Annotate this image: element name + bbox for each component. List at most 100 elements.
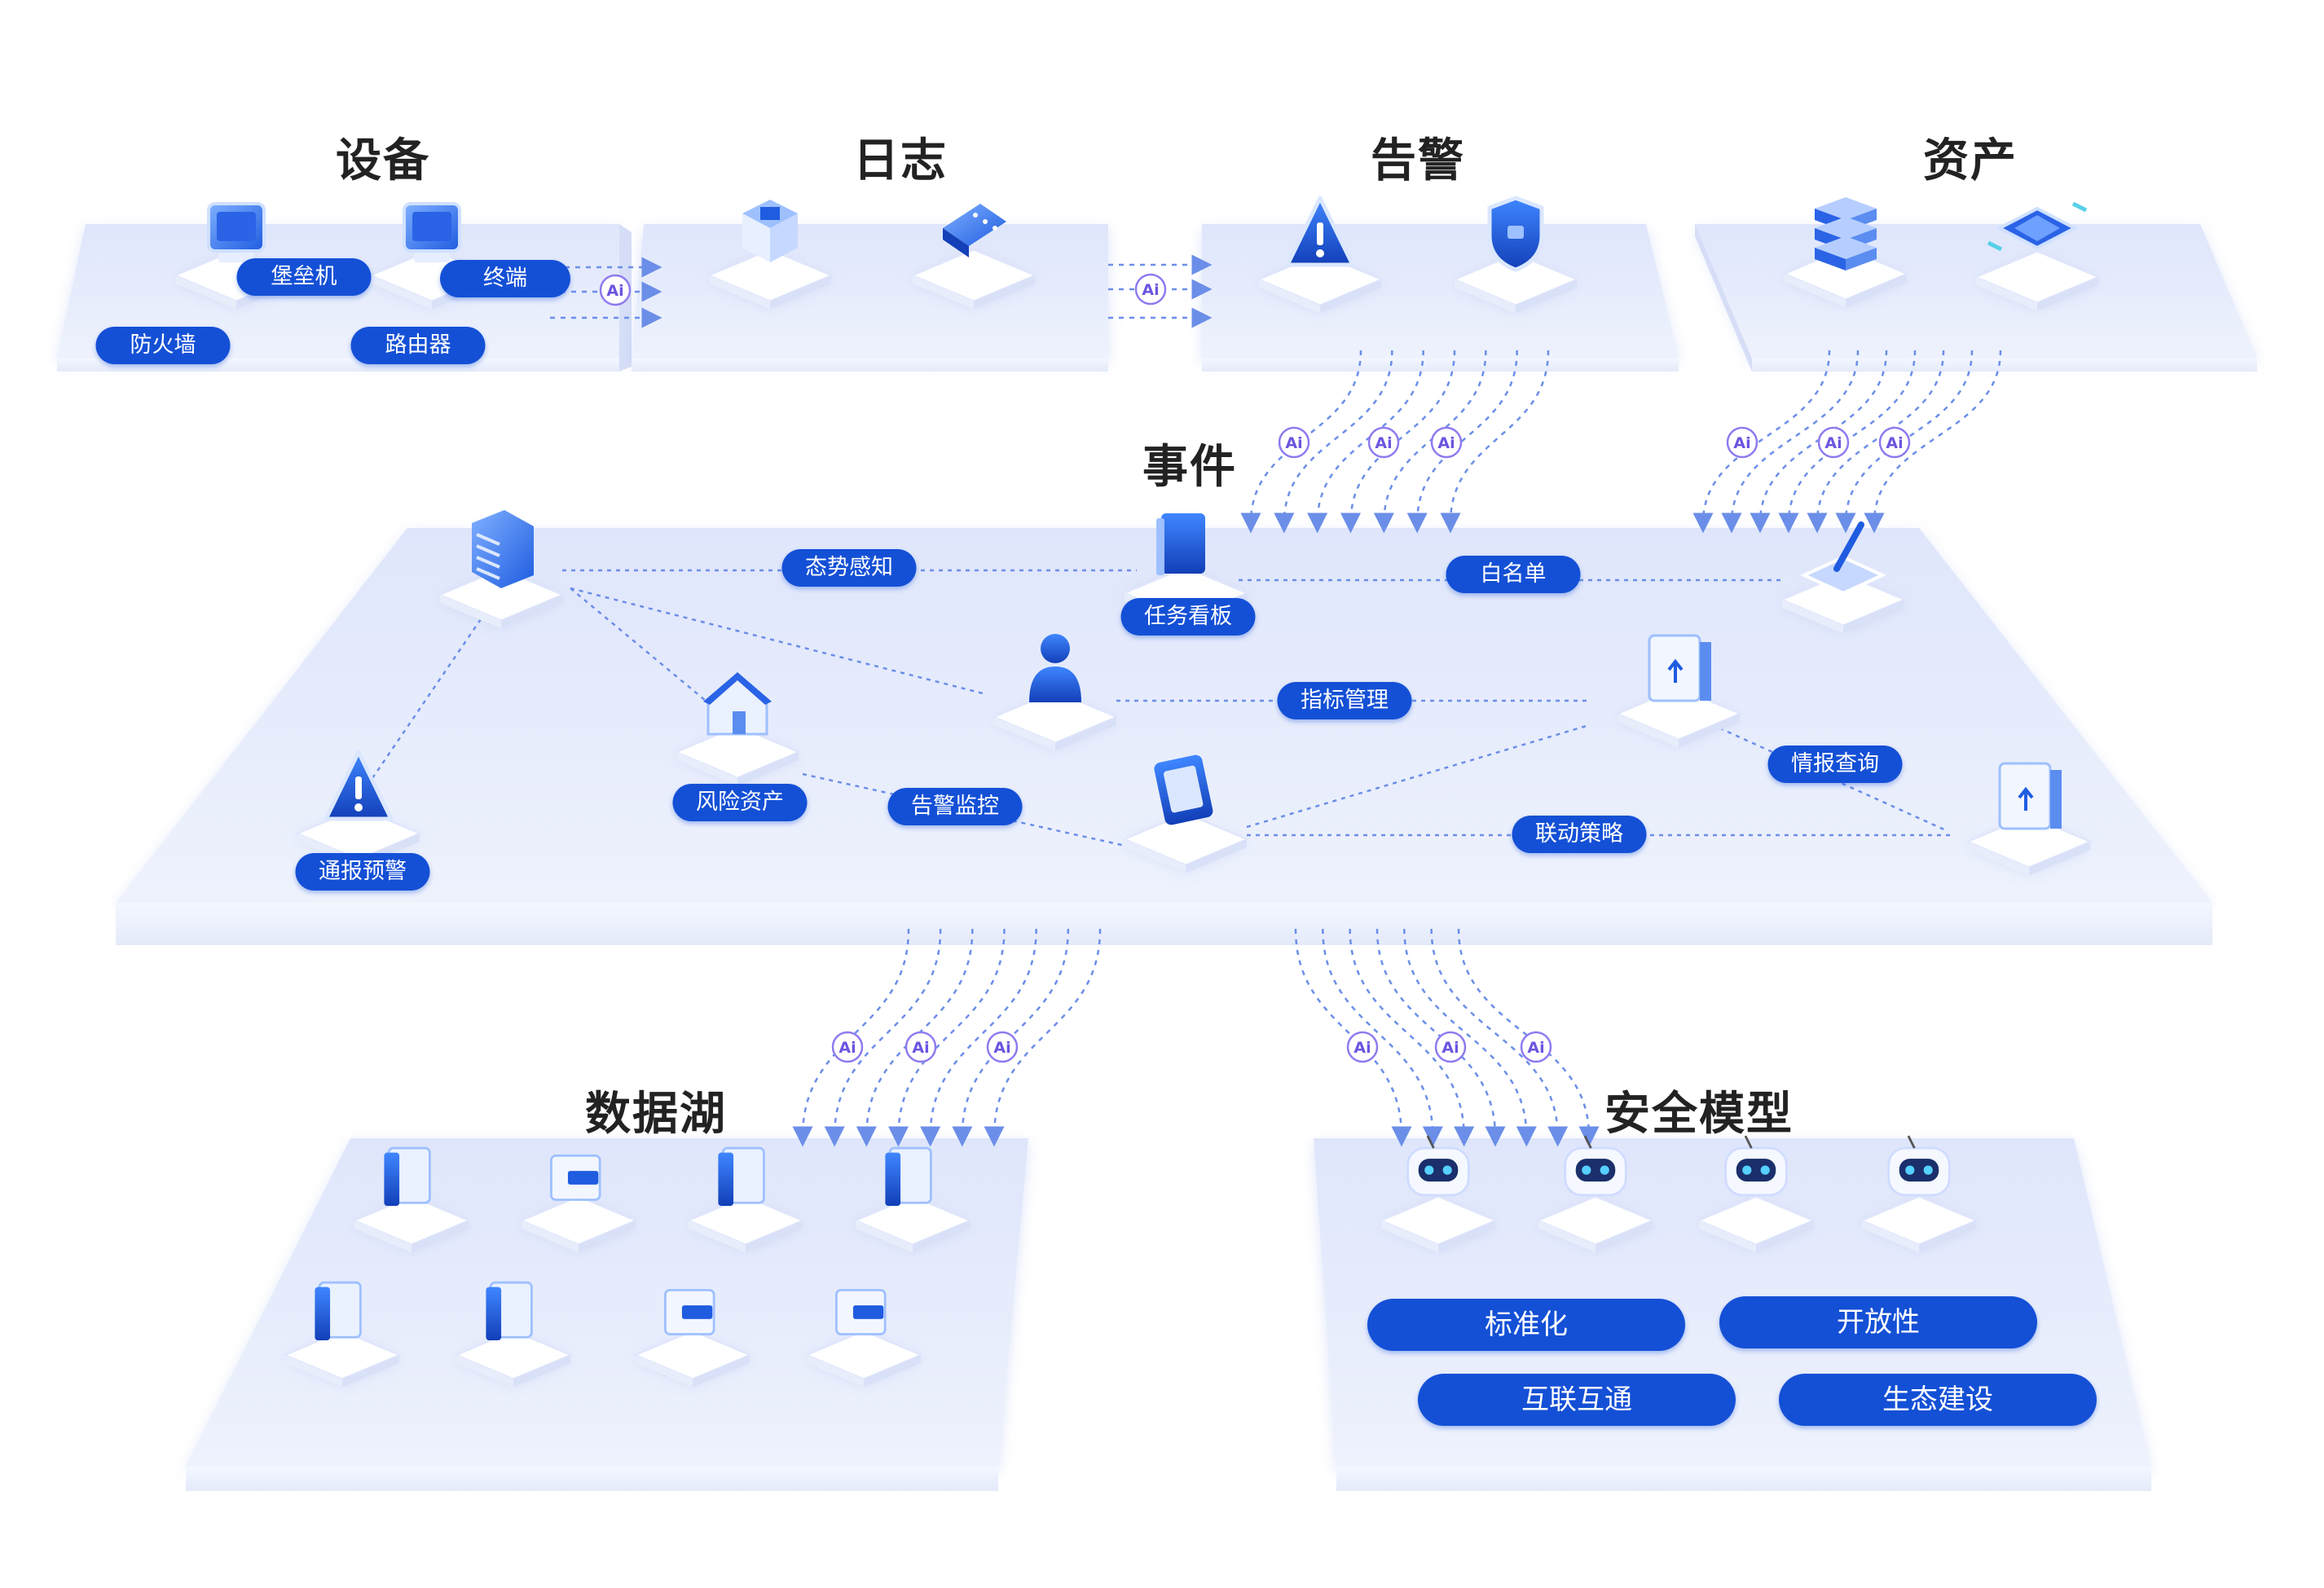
icon-tile: [454, 1330, 573, 1388]
icon-tile: [674, 725, 801, 786]
ai-badge-icon: Ai: [1726, 426, 1758, 459]
ai-badge-icon: Ai: [1278, 426, 1310, 459]
icon-tile: [283, 1330, 402, 1388]
shield-icon: [1487, 196, 1544, 272]
log-cube-icon: [742, 200, 798, 262]
section-title-assets: 资产: [1923, 134, 2018, 187]
label-alert-monitor: 告警监控: [887, 788, 1023, 825]
icon-tile: [1860, 1195, 1978, 1253]
clipboard-icon: [1154, 754, 1213, 825]
icon-tile: [706, 249, 834, 310]
section-title-logs: 日志: [853, 134, 948, 187]
flow-line: [1692, 350, 1831, 534]
robot-icon-2: [1564, 1135, 1627, 1197]
cabinet-icon: [1648, 634, 1711, 702]
ai-badge-icon: Ai: [1520, 1031, 1552, 1063]
section-title-devices: 设备: [336, 134, 430, 187]
label-task-board: 任务看板: [1120, 598, 1256, 636]
chip-icon: [1987, 201, 2088, 252]
ai-badge-label: Ai: [1437, 434, 1455, 452]
data-folder-icon-1: [384, 1146, 431, 1206]
ai-badge-icon: Ai: [1430, 426, 1463, 459]
ai-badge-label: Ai: [1142, 281, 1159, 299]
ai-badge-label: Ai: [1824, 434, 1842, 452]
flow-line: [1457, 928, 1600, 1147]
task-book-icon: [1156, 513, 1205, 575]
label-situation: 态势感知: [781, 549, 917, 587]
flow-line: [1807, 350, 1945, 534]
flow-line: [1294, 928, 1412, 1147]
data-drive-icon-3: [835, 1289, 887, 1335]
platform-assets: [1695, 224, 2257, 372]
section-title-alerts: 告警: [1371, 134, 1465, 187]
flow-line: [1307, 350, 1424, 534]
label-bastion: 堡垒机: [236, 258, 372, 296]
data-folder-icon-2: [718, 1146, 765, 1206]
ai-badge-icon: Ai: [1346, 1031, 1379, 1063]
section-title-events: 事件: [1142, 441, 1237, 494]
ai-badge-label: Ai: [1733, 434, 1750, 452]
ai-badge-label: Ai: [1886, 434, 1903, 452]
label-terminal: 终端: [440, 260, 570, 297]
ai-badge-icon: Ai: [986, 1031, 1019, 1063]
section-title-security-model: 安全模型: [1604, 1088, 1794, 1141]
icon-tile: [1536, 1195, 1655, 1253]
icon-tile: [1965, 815, 2093, 876]
calendar-icon: [943, 204, 1006, 257]
icon-tile: [686, 1195, 805, 1253]
flow-line: [1721, 350, 1860, 534]
label-notify: 通报预警: [295, 853, 430, 891]
bastion-host-icon: [207, 202, 266, 262]
flow-line: [792, 928, 910, 1147]
flow-line: [920, 928, 1037, 1147]
label-ecosystem: 生态建设: [1779, 1374, 2097, 1426]
icon-tile: [1122, 812, 1249, 873]
ai-badge-label: Ai: [1527, 1039, 1544, 1057]
flow-line: [952, 928, 1070, 1147]
flow-lines: [792, 350, 2002, 1147]
ai-badge-icon: Ai: [599, 274, 632, 306]
flow-line: [1778, 350, 1917, 534]
data-drive-icon-1: [550, 1155, 601, 1201]
icon-tile: [992, 690, 1119, 751]
robot-icon-3: [1724, 1135, 1788, 1197]
section-title-datalake: 数据湖: [585, 1088, 727, 1141]
icon-tile: [1452, 253, 1579, 314]
icon-tile: [804, 1330, 923, 1388]
person-icon: [1029, 634, 1081, 702]
flow-line: [888, 928, 1006, 1147]
label-open: 开放性: [1719, 1296, 2037, 1348]
icon-tile: [352, 1195, 471, 1253]
label-router: 路由器: [350, 327, 486, 364]
alert-warning-icon: [1285, 196, 1355, 267]
flow-line: [1864, 350, 2002, 534]
icon-tile: [1780, 573, 1907, 634]
label-standard: 标准化: [1367, 1299, 1685, 1351]
ai-badge-label: Ai: [912, 1039, 929, 1057]
ai-badge-icon: Ai: [905, 1031, 937, 1063]
ai-badge-label: Ai: [1441, 1039, 1459, 1057]
flow-line: [1750, 350, 1888, 534]
label-metrics: 指标管理: [1277, 682, 1412, 719]
icon-tile: [519, 1195, 638, 1253]
icon-tile: [1782, 247, 1909, 308]
flow-line: [1835, 350, 1974, 534]
ai-badge-label: Ai: [606, 282, 623, 300]
icon-tile: [1379, 1195, 1498, 1253]
ai-badge-icon: Ai: [831, 1031, 864, 1063]
flow-line: [1440, 350, 1550, 534]
flow-line: [1274, 350, 1393, 534]
label-firewall: 防火墙: [95, 327, 231, 364]
data-folder-icon-4: [315, 1281, 362, 1340]
ai-badge-icon: Ai: [1878, 426, 1911, 459]
platform-alerts: [1202, 224, 1679, 372]
icon-tile: [1974, 250, 2101, 311]
label-intel: 情报查询: [1767, 746, 1903, 783]
flow-line: [984, 928, 1102, 1147]
robot-icon-1: [1406, 1135, 1470, 1197]
ai-badge-label: Ai: [1375, 434, 1392, 452]
flow-line: [1375, 928, 1506, 1147]
icon-tile: [438, 568, 565, 629]
